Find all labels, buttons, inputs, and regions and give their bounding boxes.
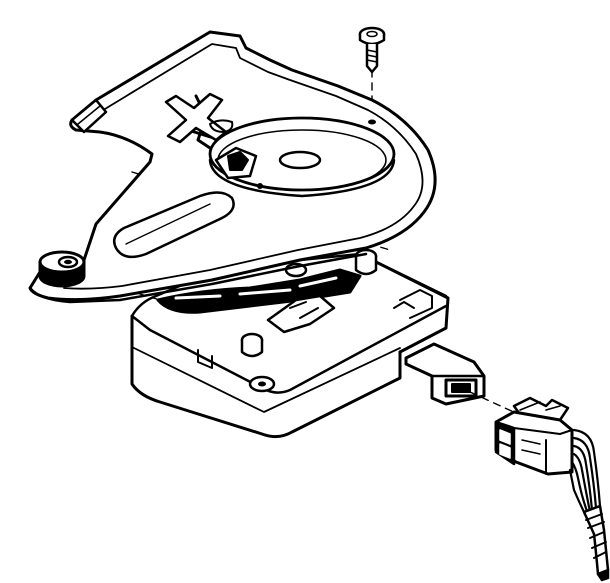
electrical-connector — [494, 396, 574, 476]
bracket-screw — [358, 26, 386, 74]
bracket-screw-hole — [368, 119, 376, 125]
actuator-notch — [393, 301, 415, 309]
connector-guide-line — [469, 391, 519, 415]
harness-wire-5 — [570, 460, 590, 516]
actuator-tab-left — [197, 349, 213, 369]
mounting-bracket — [28, 30, 437, 304]
harness-wire-2 — [572, 436, 598, 510]
wire-harness — [568, 428, 610, 582]
bracket-grommet — [38, 250, 86, 288]
bracket-center-hole — [278, 150, 322, 170]
actuator-electrical-socket — [404, 342, 486, 406]
bracket-elongated-slot — [113, 191, 235, 259]
bracket-front-flange — [28, 252, 368, 304]
actuator-link-arm — [266, 294, 336, 334]
bracket-inner-rim — [63, 43, 424, 290]
connector-front-face — [494, 420, 516, 466]
screw-shank — [365, 42, 379, 74]
bracket-small-slot — [209, 119, 234, 133]
harness-wire-4 — [572, 452, 592, 514]
actuator-housing-edge — [133, 347, 401, 413]
harness-wire-6 — [568, 468, 588, 518]
actuator-tab-right — [399, 289, 433, 319]
harness-wire-1 — [572, 428, 602, 508]
harness-wire-3 — [572, 444, 594, 512]
